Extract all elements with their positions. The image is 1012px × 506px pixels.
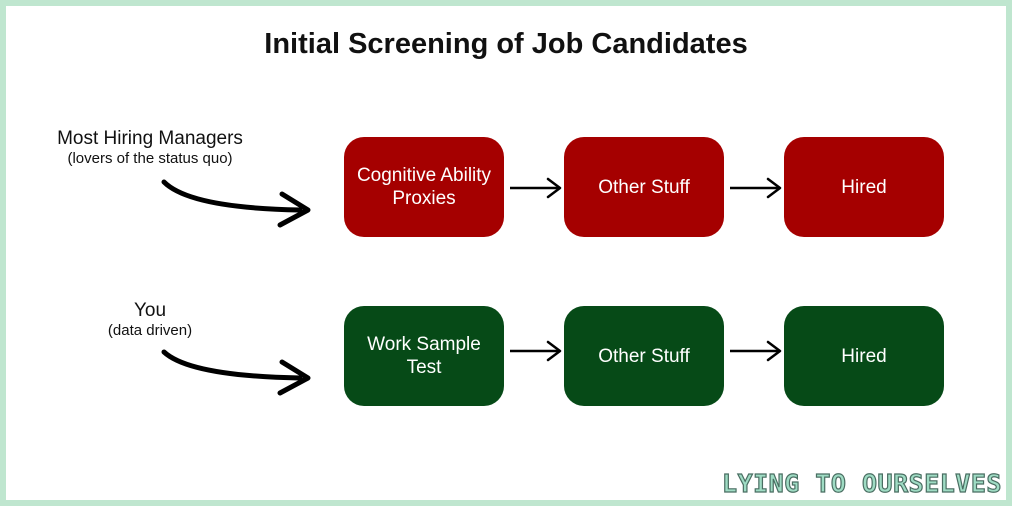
row1-step2-box: Other Stuff bbox=[564, 137, 724, 237]
diagram-canvas bbox=[6, 6, 1006, 500]
row1-step1-box: Cognitive Ability Proxies bbox=[344, 137, 504, 237]
row1-actor-name: Most Hiring Managers bbox=[57, 128, 243, 149]
row1-step3-label: Hired bbox=[841, 176, 887, 198]
row2-actor-name: You bbox=[133, 300, 167, 321]
row2-step2-label: Other Stuff bbox=[598, 345, 690, 367]
row1-curved-arrow-icon bbox=[161, 179, 311, 228]
row2-step2-box: Other Stuff bbox=[564, 306, 724, 406]
row2-curved-arrow-icon bbox=[161, 349, 311, 396]
svg-text:LYING TO OURSELVES: LYING TO OURSELVES bbox=[722, 469, 1002, 498]
row2-step3-box: Hired bbox=[784, 306, 944, 406]
diagram-title: Initial Screening of Job Candidates bbox=[264, 28, 748, 60]
row1-arrow1-icon bbox=[510, 177, 562, 199]
row2-actor-label: You (data driven) bbox=[40, 300, 260, 340]
watermark-logo: LYING TO OURSELVES bbox=[722, 468, 1002, 498]
row1-actor-label: Most Hiring Managers (lovers of the stat… bbox=[40, 128, 260, 168]
row2-arrow2-icon bbox=[730, 340, 782, 362]
row2-arrow1-icon bbox=[510, 340, 562, 362]
row1-step3-box: Hired bbox=[784, 137, 944, 237]
row2-step1-label: Work Sample Test bbox=[367, 334, 481, 378]
row1-step2-label: Other Stuff bbox=[598, 176, 690, 198]
row1-actor-note: (lovers of the status quo) bbox=[67, 150, 233, 167]
row2-actor-note: (data driven) bbox=[107, 322, 193, 339]
row2-step1-box: Work Sample Test bbox=[344, 306, 504, 406]
row1-arrow2-icon bbox=[730, 177, 782, 199]
row1-step1-label: Cognitive Ability Proxies bbox=[356, 165, 492, 209]
row2-step3-label: Hired bbox=[841, 345, 887, 367]
